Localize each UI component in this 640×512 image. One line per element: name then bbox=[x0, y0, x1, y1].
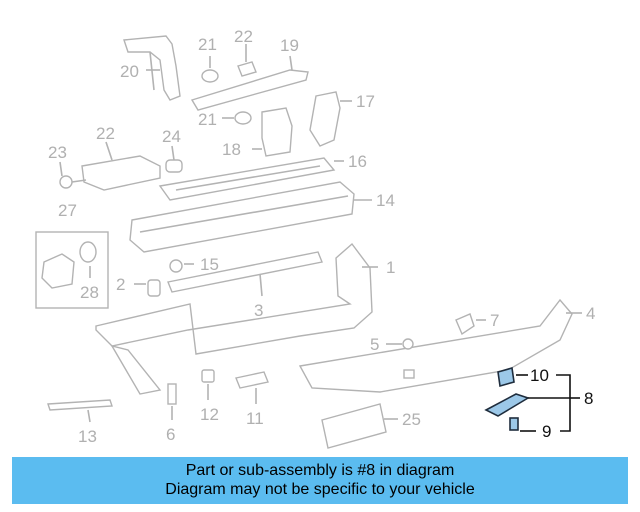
callout-10: 10 bbox=[530, 366, 549, 385]
part-20-bracket bbox=[123, 35, 181, 101]
part-26-plate-bracket bbox=[321, 403, 398, 449]
callout-15: 15 bbox=[200, 255, 219, 274]
part-13-trim bbox=[47, 399, 113, 423]
callout-11: 11 bbox=[246, 409, 264, 428]
callout-21-top: 21 bbox=[198, 35, 217, 54]
callout-4: 4 bbox=[586, 304, 595, 323]
callout-20: 20 bbox=[120, 62, 139, 81]
callout-8-bracket bbox=[556, 374, 571, 432]
callout-19: 19 bbox=[280, 36, 299, 55]
part-15-screw bbox=[169, 259, 194, 273]
callout-5: 5 bbox=[370, 335, 379, 354]
callout-14: 14 bbox=[376, 191, 395, 210]
part-17-bracket bbox=[309, 91, 352, 147]
part-11-bracket bbox=[235, 371, 269, 404]
callout-1: 1 bbox=[386, 258, 395, 277]
part-19-strip bbox=[190, 55, 309, 111]
part-16-absorber bbox=[158, 157, 344, 201]
part-2-fastener bbox=[134, 279, 161, 297]
part-12-clip bbox=[201, 369, 215, 400]
callout-22: 22 bbox=[234, 27, 253, 46]
part-8-reflector bbox=[484, 393, 570, 417]
part-18-bracket bbox=[252, 107, 293, 157]
callout-25: 24 bbox=[162, 127, 181, 146]
callout-24: 23 bbox=[48, 143, 67, 162]
part-24-bolt bbox=[59, 161, 87, 189]
banner-line-1: Part or sub-assembly is #8 in diagram bbox=[185, 462, 455, 479]
callout-18: 18 bbox=[222, 140, 241, 159]
part-1-bumper-cover bbox=[95, 242, 378, 395]
part-23-bracket bbox=[81, 141, 161, 191]
callout-9: 9 bbox=[542, 422, 551, 441]
callout-27: 27 bbox=[58, 201, 77, 220]
callout-3: 3 bbox=[254, 301, 263, 320]
info-banner: Part or sub-assembly is #8 in diagram Di… bbox=[12, 457, 628, 504]
part-10-reflector-bracket bbox=[497, 366, 528, 388]
callout-17: 17 bbox=[356, 92, 375, 111]
callout-13: 13 bbox=[78, 427, 97, 446]
callout-6: 6 bbox=[166, 425, 175, 444]
part-22-clip bbox=[237, 44, 257, 77]
part-14-reinforcement bbox=[129, 181, 372, 253]
part-6-bolt bbox=[167, 383, 177, 420]
part-21-grommet bbox=[201, 56, 252, 125]
callout-21-mid: 21 bbox=[198, 110, 217, 129]
part-25-bushing bbox=[165, 145, 183, 173]
callout-28: 28 bbox=[80, 283, 99, 302]
callout-8: 8 bbox=[584, 389, 593, 408]
callout-12: 12 bbox=[200, 405, 219, 424]
banner-line-2: Diagram may not be specific to your vehi… bbox=[165, 481, 475, 498]
part-5-screw bbox=[386, 338, 414, 350]
part-4-valance bbox=[298, 298, 582, 393]
callout-23: 22 bbox=[96, 124, 115, 143]
part-3-strip bbox=[167, 251, 323, 297]
callout-2: 2 bbox=[116, 275, 125, 294]
part-27-kit bbox=[35, 231, 109, 309]
callout-16: 16 bbox=[348, 152, 367, 171]
part-9-screw bbox=[509, 417, 536, 432]
callout-26: 25 bbox=[402, 410, 421, 429]
callout-7: 7 bbox=[490, 311, 499, 330]
part-7-bracket bbox=[455, 313, 486, 336]
